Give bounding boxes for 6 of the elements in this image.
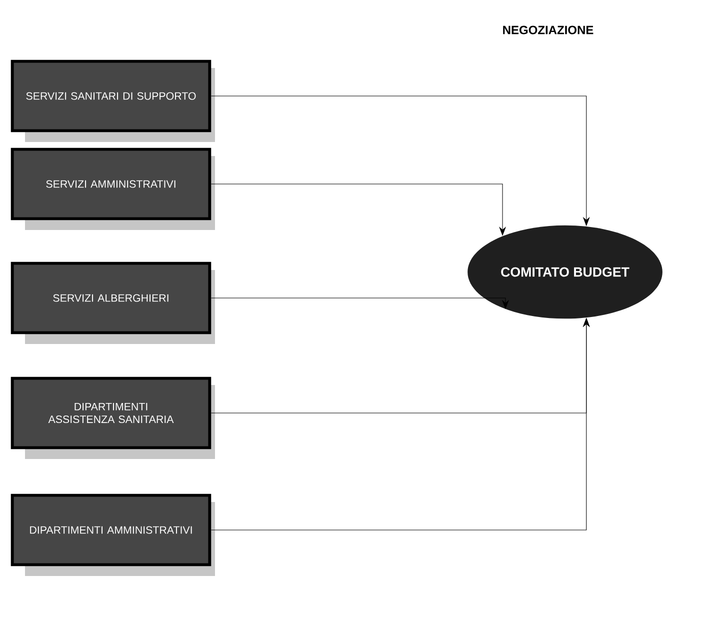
department-box: SERVIZI ALBERGHIERI <box>10 262 215 344</box>
department-box: DIPARTIMENTI AMMINISTRATIVI <box>10 494 215 576</box>
department-box: DIPARTIMENTI ASSISTENZA SANITARIA <box>10 376 215 459</box>
department-box: SERVIZI AMMINISTRATIVI <box>10 148 215 230</box>
title: NEGOZIAZIONE <box>503 26 594 34</box>
department-box: SERVIZI SANITARI DI SUPPORTO <box>10 60 215 142</box>
